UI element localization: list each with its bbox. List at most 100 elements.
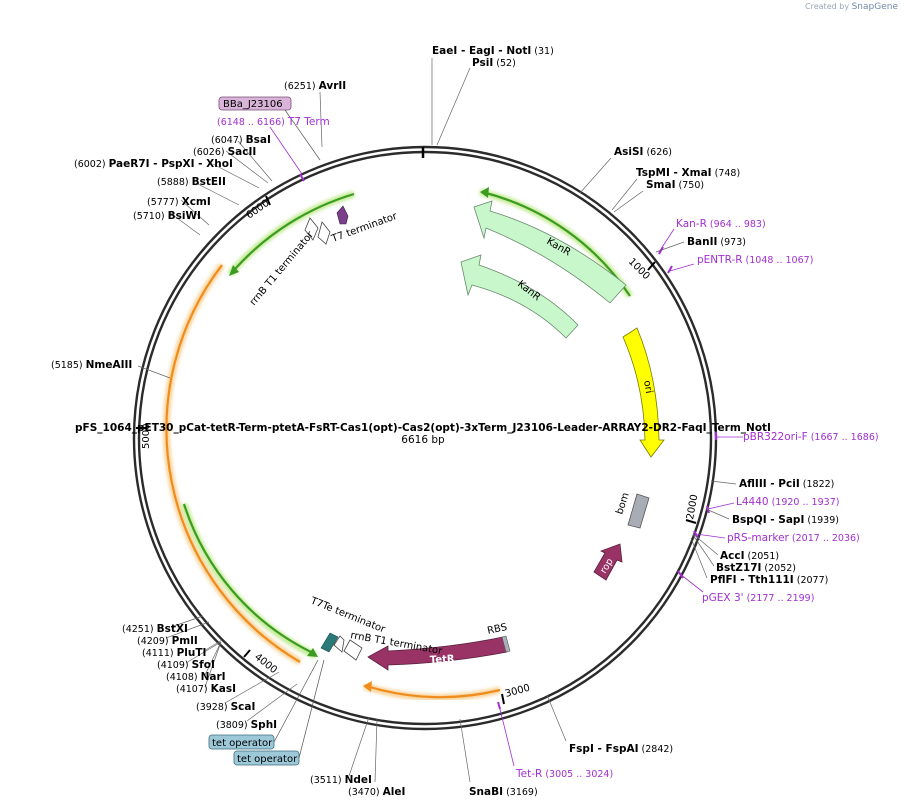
orf-left-orange-arc — [165, 264, 301, 663]
primer-prs-marker-range: (2017 .. 2036) — [789, 533, 860, 544]
enzyme-bsteii-position: (5888) — [157, 177, 192, 188]
enzyme-tspmi-position: (748) — [712, 168, 741, 179]
plasmid-size: 6616 bp — [401, 434, 445, 446]
orf-top-left-arc — [234, 192, 355, 270]
terminator-cluster-top: rrnB T1 terminator T7 terminator — [248, 205, 400, 308]
primer-labels: Kan-R (964 .. 983) pENTR-R (1048 .. 1067)… — [217, 116, 879, 780]
enzyme-ndei-label[interactable]: (3511) NdeI — [310, 774, 372, 786]
enzyme-afliii-label[interactable]: AflIII - PciI (1822) — [739, 478, 834, 490]
enzyme-bsiwi-label[interactable]: (5710) BsiWI — [133, 210, 201, 222]
enzyme-bstxi-position: (4251) — [122, 624, 157, 635]
enzyme-sfoi-label[interactable]: (4109) SfoI — [157, 659, 215, 671]
orf-arcs — [162, 187, 633, 702]
tick-3000: 3000 — [504, 683, 531, 700]
feature-tet-operator-1-label: tet operator — [212, 738, 273, 749]
enzyme-bstxi-label[interactable]: (4251) BstXI — [122, 623, 188, 635]
enzyme-bstz17i-label[interactable]: BstZ17I (2052) — [716, 562, 796, 574]
enzyme-eaei-label[interactable]: EaeI - EagI - NotI (31) — [432, 45, 554, 57]
primer-kan-r-label[interactable]: Kan-R (964 .. 983) — [676, 218, 766, 230]
feature-bba-j23106-label: BBa_J23106 — [223, 99, 283, 110]
primer-tet-r-label[interactable]: Tet-R (3005 .. 3024) — [515, 768, 613, 780]
orf-top-left-arrowhead — [229, 265, 239, 276]
tick-4000: 4000 — [252, 652, 279, 676]
enzyme-labels: EaeI - EagI - NotI (31)PsiI (52) AsiSI (6… — [51, 45, 839, 798]
enzyme-afliii-position: (1822) — [800, 479, 835, 490]
enzyme-bstz17i-position: (2052) — [761, 563, 796, 574]
feature-bba-j23106[interactable]: BBa_J23106 — [218, 96, 321, 161]
feature-rbs[interactable]: RBS — [486, 622, 511, 653]
enzyme-fspi-label[interactable]: FspI - FspAI (2842) — [569, 743, 673, 755]
enzyme-pmli-label[interactable]: (4209) PmlI — [137, 635, 198, 647]
primer-pgex3-range: (2177 .. 2199) — [744, 593, 815, 604]
enzyme-paer7i-position: (6002) — [74, 159, 109, 170]
feature-bom[interactable]: bom — [614, 491, 650, 529]
enzyme-nari-position: (4108) — [166, 672, 201, 683]
enzyme-scai-label[interactable]: (3928) ScaI — [196, 701, 255, 713]
enzyme-xcmi-position: (5777) — [147, 197, 182, 208]
feature-kanr-2[interactable]: KanR — [460, 254, 579, 339]
enzyme-tspmi-label[interactable]: TspMI - XmaI (748) — [636, 167, 740, 179]
enzyme-banii-position: (973) — [717, 237, 746, 248]
enzyme-kasi-label[interactable]: (4107) KasI — [176, 683, 236, 695]
enzyme-bsteii-label[interactable]: (5888) BstEII — [157, 176, 226, 188]
enzyme-nmeaiii-position: (5185) — [51, 360, 86, 371]
enzyme-paer7i-label[interactable]: (6002) PaeR7I - PspXI - XhoI — [74, 158, 233, 170]
enzyme-sphi-label[interactable]: (3809) SphI — [216, 719, 277, 731]
enzyme-alei-position: (3470) — [348, 787, 383, 798]
enzyme-sfoi-position: (4109) — [157, 660, 192, 671]
enzyme-bsai-position: (6047) — [211, 135, 246, 146]
feature-rop[interactable]: rop — [593, 543, 623, 581]
enzyme-avrii-label[interactable]: (6251) AvrII — [284, 80, 346, 92]
watermark-prefix: Created by — [805, 2, 850, 11]
primer-pentr-r-range: (1048 .. 1067) — [743, 255, 814, 266]
terminator-arrow-small-1[interactable] — [333, 635, 345, 653]
primer-l4440-label[interactable]: L4440 (1920 .. 1937) — [736, 496, 839, 508]
terminator-cluster-bottom: T7Te terminator rrnB T1 terminator — [308, 595, 444, 661]
t7-terminator-arrow[interactable] — [336, 205, 349, 225]
enzyme-snabi-label[interactable]: SnaBI (3169) — [469, 786, 538, 798]
primer-l4440-range: (1920 .. 1937) — [769, 497, 840, 508]
enzyme-fspi-position: (2842) — [639, 744, 674, 755]
feature-ori-label: ori — [641, 380, 654, 395]
feature-rbs-label: RBS — [486, 622, 508, 637]
feature-bom-label: bom — [614, 491, 631, 516]
enzyme-bsai-label[interactable]: (6047) BsaI — [211, 134, 271, 146]
snapgene-watermark: Created by SnapGene — [805, 2, 898, 12]
enzyme-avrii-position: (6251) — [284, 81, 319, 92]
enzyme-psii-position: (52) — [493, 58, 516, 69]
feature-ori[interactable]: ori — [622, 327, 665, 458]
feature-tetr-label: TetR — [430, 654, 456, 666]
enzyme-banii-label[interactable]: BanII (973) — [687, 236, 746, 248]
rrnb-t1-terminator-top-label: rrnB T1 terminator — [248, 229, 317, 308]
primer-t7term-label[interactable]: (6148 .. 6166) T7 Term — [217, 116, 330, 128]
primer-pbr322ori-f-label[interactable]: pBR322ori-F (1667 .. 1686) — [743, 431, 879, 443]
enzyme-xcmi-label[interactable]: (5777) XcmI — [147, 196, 211, 208]
enzyme-nmeaiii-label[interactable]: (5185) NmeAIII — [51, 359, 132, 371]
enzyme-asisi-label[interactable]: AsiSI (626) — [614, 146, 672, 158]
enzyme-leaders — [137, 58, 737, 783]
enzyme-pflfi-label[interactable]: PflFI - Tth111I (2077) — [710, 574, 828, 586]
feature-tet-operator-2[interactable]: tet operator — [233, 659, 325, 766]
enzyme-ndei-position: (3511) — [310, 775, 345, 786]
enzyme-sacii-label[interactable]: (6026) SacII — [193, 146, 256, 158]
enzyme-sacii-position: (6026) — [193, 147, 228, 158]
enzyme-smai-label[interactable]: SmaI (750) — [646, 179, 704, 191]
t7te-terminator-box[interactable] — [320, 632, 339, 653]
primer-pentr-r-label[interactable]: pENTR-R (1048 .. 1067) — [697, 254, 813, 266]
enzyme-sphi-position: (3809) — [216, 720, 251, 731]
primer-prs-marker-label[interactable]: pRS-marker (2017 .. 2036) — [727, 532, 860, 544]
enzyme-bspqi-label[interactable]: BspQI - SapI (1939) — [732, 514, 839, 526]
enzyme-pmli-position: (4209) — [137, 636, 172, 647]
enzyme-psii-label[interactable]: PsiI (52) — [472, 57, 516, 69]
feature-tet-operator-1[interactable]: tet operator — [208, 659, 319, 750]
enzyme-pluti-position: (4111) — [142, 648, 177, 659]
enzyme-alei-label[interactable]: (3470) AleI — [348, 786, 405, 798]
enzyme-nari-label[interactable]: (4108) NarI — [166, 671, 226, 683]
tick-2000: 2000 — [685, 494, 700, 521]
rrnb-t1-terminator-top-arrow[interactable] — [304, 217, 319, 241]
rrnb-t1-terminator-top-arrow-2[interactable] — [317, 221, 331, 245]
enzyme-acci-label[interactable]: AccI (2051) — [720, 550, 779, 562]
primer-pgex3-label[interactable]: pGEX 3' (2177 .. 2199) — [702, 592, 814, 604]
enzyme-pluti-label[interactable]: (4111) PluTI — [142, 647, 206, 659]
terminator-arrow-small-2[interactable] — [343, 639, 363, 661]
